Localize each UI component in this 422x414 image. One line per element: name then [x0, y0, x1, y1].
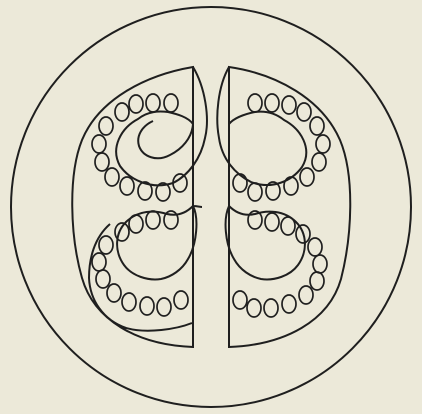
ovule	[233, 291, 247, 309]
ovule	[284, 177, 298, 195]
ovule	[265, 213, 279, 231]
ovule	[310, 117, 324, 135]
ovule	[140, 297, 154, 315]
ovule	[120, 177, 134, 195]
ovule	[92, 135, 106, 153]
ovule	[146, 211, 160, 229]
ovule	[138, 182, 152, 200]
ovule	[281, 217, 295, 235]
ovule	[99, 117, 113, 135]
ovule	[129, 95, 143, 113]
ovule	[122, 293, 136, 311]
ovule	[99, 236, 113, 254]
ovule	[248, 183, 262, 201]
ovule	[164, 94, 178, 112]
ovule	[146, 94, 160, 112]
ovule	[95, 153, 109, 171]
ovule	[96, 270, 110, 288]
right-ovules	[233, 94, 330, 317]
ovule	[233, 174, 247, 192]
ovule	[308, 238, 322, 256]
right-lobe-inner-top	[217, 67, 306, 185]
ovule	[247, 299, 261, 317]
ovule	[297, 103, 311, 121]
right-lobe	[217, 67, 350, 347]
ovule	[107, 284, 121, 302]
ovule	[265, 94, 279, 112]
ovule	[92, 253, 106, 271]
ovule	[316, 135, 330, 153]
ovule	[115, 103, 129, 121]
ovule	[282, 96, 296, 114]
ovule	[129, 215, 143, 233]
ovule	[300, 168, 314, 186]
ovule	[264, 299, 278, 317]
left-ovules	[92, 94, 188, 316]
ovule	[312, 153, 326, 171]
ovule	[248, 94, 262, 112]
ovule	[310, 272, 324, 290]
ovule	[174, 291, 188, 309]
ovule	[282, 295, 296, 313]
ovule	[105, 168, 119, 186]
ovule	[313, 255, 327, 273]
ovule	[299, 286, 313, 304]
ovule	[157, 298, 171, 316]
